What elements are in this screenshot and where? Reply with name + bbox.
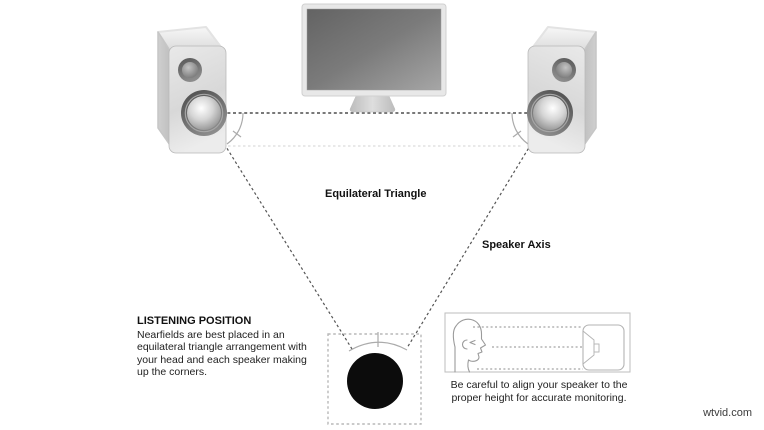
- speaker-side-view-icon: [582, 324, 625, 371]
- angle-arc-left: [226, 112, 244, 145]
- speaker-axis-line-left: [204, 112, 353, 350]
- eye-icon: [469, 339, 476, 346]
- ear-icon: [461, 339, 468, 350]
- watermark: wtvid.com: [703, 407, 752, 419]
- listener-head-icon: [347, 353, 403, 409]
- listening-position-heading: LISTENING POSITION: [137, 315, 252, 327]
- height-alignment-panel: [444, 312, 631, 373]
- monitor-stand: [349, 95, 396, 113]
- angle-arc-right: [511, 112, 529, 145]
- listening-position-zone: [327, 333, 422, 425]
- left-speaker-icon: [157, 26, 228, 154]
- angle-arc-listener: [348, 332, 408, 352]
- computer-display-icon: [301, 3, 447, 113]
- monitor-screen: [306, 8, 442, 91]
- height-alignment-caption: Be careful to align your speaker to the …: [450, 379, 628, 404]
- head-profile-icon: [452, 318, 487, 373]
- alignment-dotted-lines: [473, 326, 583, 370]
- equilateral-triangle-label: Equilateral Triangle: [325, 188, 427, 200]
- speaker-axis-label: Speaker Axis: [482, 239, 551, 251]
- right-speaker-icon: [526, 26, 597, 154]
- speaker-axis-line-right: [406, 112, 551, 349]
- listening-position-description: Nearfields are best placed in an equilat…: [137, 329, 307, 379]
